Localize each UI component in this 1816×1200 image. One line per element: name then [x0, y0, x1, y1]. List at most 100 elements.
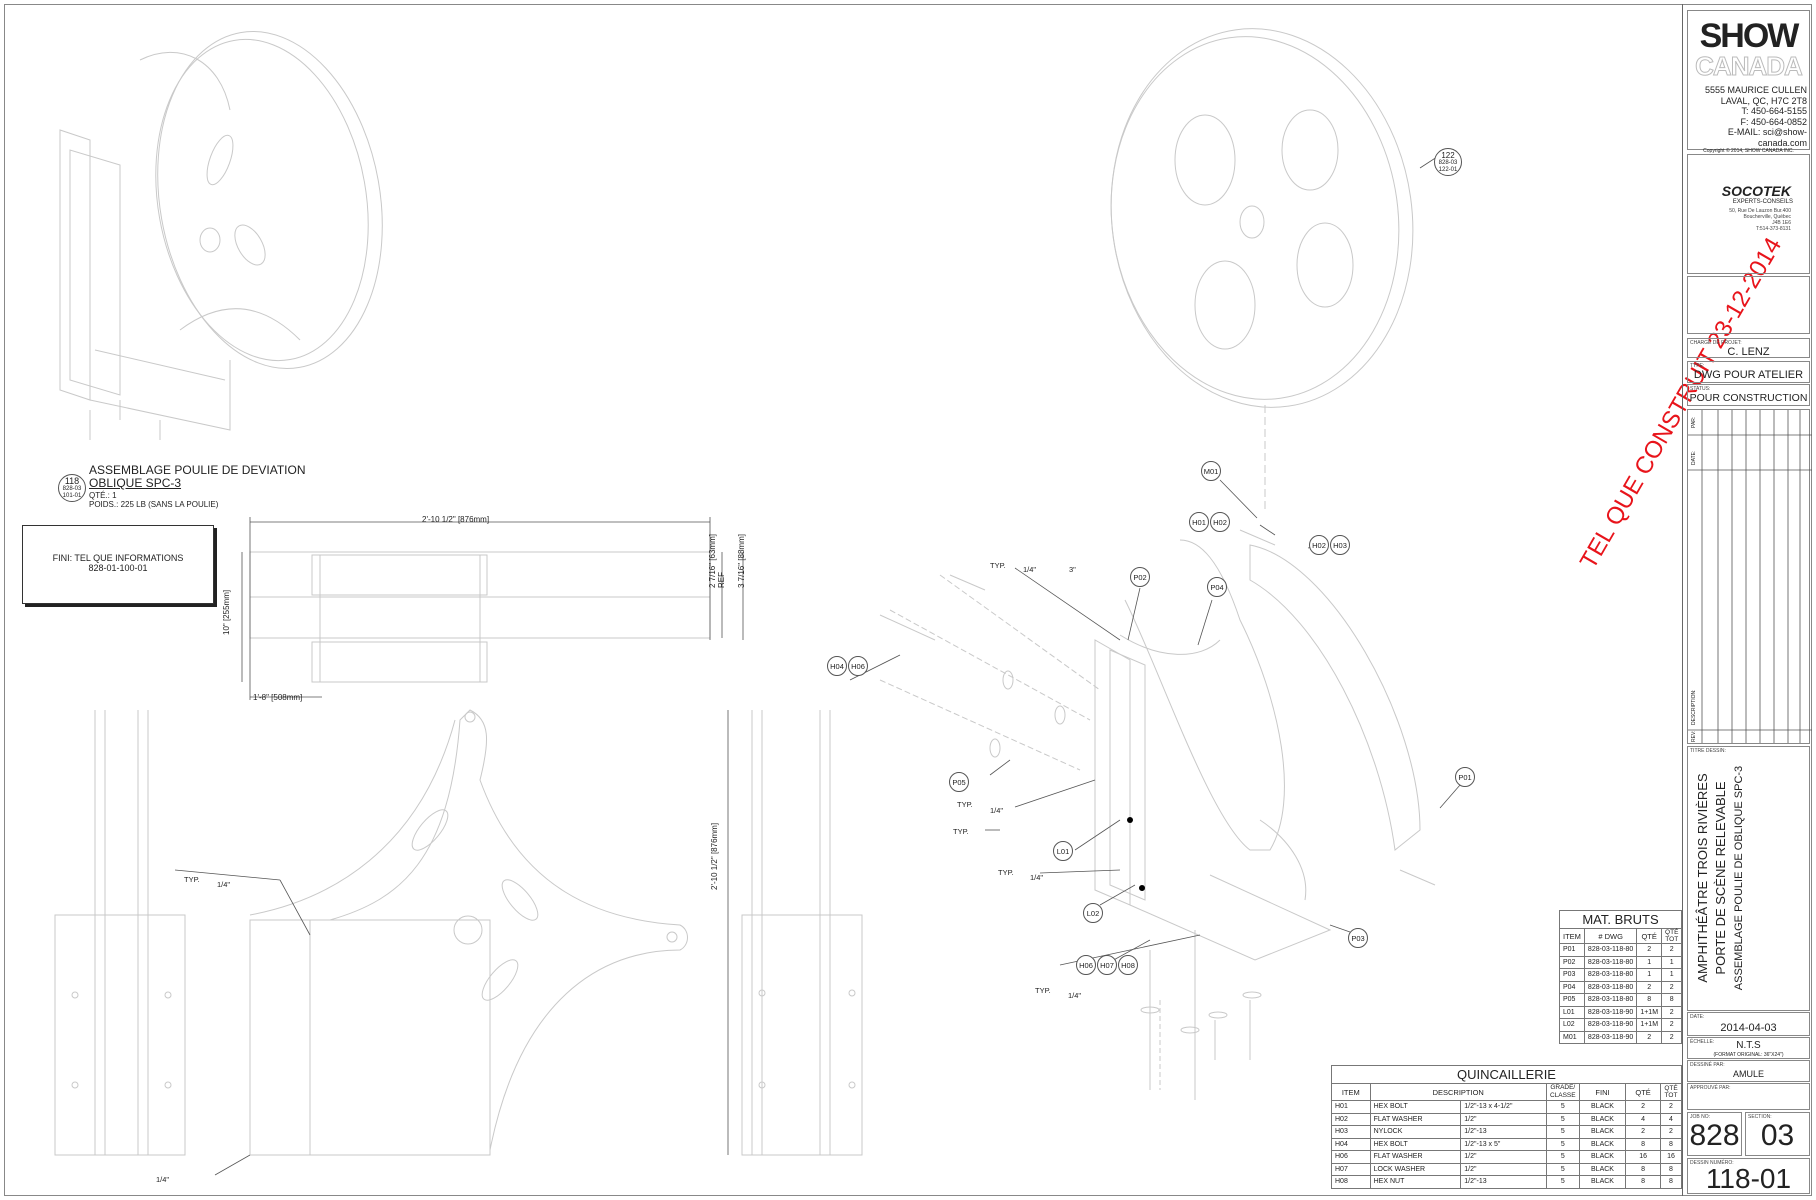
finish-line1: FINI: TEL QUE INFORMATIONS [52, 553, 184, 563]
quincaillerie-row-cell: 16 [1660, 1150, 1682, 1164]
mat-bruts-row-cell: 8 [1661, 993, 1683, 1007]
dessine-cell: DESSINÉ PAR: AMULE [1687, 1060, 1810, 1082]
approuve-cell: APPROUVÉ PAR: [1687, 1083, 1810, 1110]
balloon-p01: P01 [1455, 767, 1475, 787]
rev-date-label: DATE: [1691, 450, 1697, 465]
show-canada-address: 5555 MAURICE CULLEN LAVAL, QC, H7C 2T8 T… [1688, 85, 1809, 148]
iso-assembly-view [59, 30, 383, 440]
dessin-label: DESSIN NUMÉRO: [1690, 1160, 1734, 1166]
quarter-note-7: 1/4" [156, 1175, 170, 1184]
address-line1: 5555 MAURICE CULLEN [1704, 85, 1807, 95]
assembly-balloon-mid: 828-03 [62, 486, 82, 492]
status-label: STATUS: [1690, 386, 1711, 392]
three-note: 3" [1069, 565, 1076, 574]
balloon-122-mid: 828-03 [1438, 160, 1458, 166]
quincaillerie-table: ITEM DESCRIPTION GRADE/ CLASSE FINI QTÉ … [1331, 1083, 1682, 1189]
logo-show: SHOW [1699, 17, 1800, 55]
balloon-p03: P03 [1348, 928, 1368, 948]
balloon-h08: H08 [1118, 955, 1138, 975]
dessin-cell: DESSIN NUMÉRO: 118-01 [1687, 1158, 1810, 1194]
fax: F: 450-664-0852 [1740, 116, 1807, 127]
mat-bruts-row-cell: 828-03-118-90 [1583, 1005, 1638, 1019]
mat-bruts-row-cell: 1 [1636, 968, 1663, 982]
section-value: 03 [1760, 1119, 1795, 1152]
balloon-h03: H03 [1330, 535, 1350, 555]
title-block: SHOW CANADA 5555 MAURICE CULLEN LAVAL, Q… [1682, 4, 1812, 1196]
quincaillerie-row-cell: 2 [1625, 1100, 1661, 1114]
quincaillerie-row-cell: H01 [1331, 1100, 1371, 1114]
assembly-balloon: 118 828-03 101-01 [58, 474, 86, 502]
mat-bruts-row-cell: P02 [1559, 955, 1585, 969]
socotek-addr1: 50, Rue De Lauzon Bur.400 [1729, 208, 1791, 214]
quincaillerie-row-cell: 1/2"-13 x 5" [1460, 1137, 1547, 1151]
quincaillerie-row-cell: 1/2"-13 x 4-1/2" [1460, 1100, 1547, 1114]
mat-col-qty-tot: QTÉ TOT [1661, 928, 1683, 944]
email: E-MAIL: sci@show-canada.com [1727, 127, 1807, 148]
blank-cell [1687, 276, 1810, 334]
quincaillerie-row-cell: H04 [1331, 1137, 1371, 1151]
mat-bruts-row-cell: 1+1M [1636, 1018, 1663, 1032]
mat-bruts-title: MAT. BRUTS [1559, 910, 1682, 928]
quincaillerie-row-cell: FLAT WASHER [1369, 1112, 1462, 1126]
dim-height-left: 10" [255mm] [222, 589, 231, 635]
mat-bruts-row-cell: P01 [1559, 943, 1585, 957]
typ-note-4: TYP. [998, 868, 1014, 877]
approuve-label: APPROUVÉ PAR: [1690, 1085, 1731, 1091]
dessine-label: DESSINÉ PAR: [1690, 1062, 1725, 1068]
quincaillerie-row-cell: BLACK [1578, 1150, 1627, 1164]
front-view [249, 709, 688, 1156]
dim-right-a: 2 7/16" [63mm] REF [708, 534, 726, 588]
quincaillerie-title: QUINCAILLERIE [1331, 1065, 1682, 1083]
quincaillerie-row-cell: 1/2" [1460, 1162, 1547, 1176]
rev-rev-label: REV: [1691, 730, 1697, 742]
typ-note-3: TYP. [953, 827, 969, 836]
mat-bruts-row-cell: L01 [1559, 1005, 1585, 1019]
mat-bruts-row-cell: 1 [1661, 955, 1683, 969]
quincaillerie-row-cell: 1/2" [1460, 1150, 1547, 1164]
balloon-l01: L01 [1053, 841, 1073, 861]
date-cell: DATE: 2014-04-03 [1687, 1012, 1810, 1036]
quincaillerie-header-row: ITEM DESCRIPTION GRADE/ CLASSE FINI QTÉ … [1331, 1083, 1682, 1101]
quincaillerie-row-cell: 1/2"-13 [1460, 1125, 1547, 1139]
quincaillerie-row-cell: 5 [1545, 1125, 1580, 1139]
dim-bottom-left: 1'-8" [508mm] [253, 693, 303, 702]
quincaillerie-row-cell: BLACK [1578, 1112, 1627, 1126]
socotek-addr3: J4B 1E6 [1772, 220, 1791, 226]
quarter-note-5: 1/4" [1068, 991, 1082, 1000]
quincaillerie-row-cell: BLACK [1578, 1100, 1627, 1114]
mat-bruts-row-cell: 2 [1661, 1030, 1683, 1044]
quincaillerie-row-cell: 5 [1545, 1100, 1580, 1114]
quincaillerie-row-cell: 5 [1545, 1175, 1580, 1189]
job-cell: JOB NO: 828 [1687, 1112, 1742, 1156]
exploded-view [879, 28, 1436, 1100]
date-value: 2014-04-03 [1720, 1022, 1777, 1034]
mat-bruts-row-cell: M01 [1559, 1030, 1585, 1044]
quincaillerie-row-cell: 2 [1625, 1125, 1661, 1139]
titre-line1: AMPHITHÉÂTRE TROIS RIVIÈRES [1695, 773, 1710, 983]
hw-col-qty: QTÉ [1625, 1083, 1661, 1101]
quincaillerie-row-cell: 2 [1660, 1125, 1682, 1139]
titre-line2: PORTE DE SCÈNE RELEVABLE [1713, 781, 1728, 975]
mat-bruts-row-cell: 828-03-118-80 [1583, 980, 1638, 994]
mat-col-dwg: # DWG [1583, 928, 1638, 944]
mat-bruts-row-cell: 828-03-118-80 [1583, 955, 1638, 969]
quincaillerie-row-cell: 1/2" [1460, 1112, 1547, 1126]
titre-cell: TITRE DESSIN: AMPHITHÉÂTRE TROIS RIVIÈRE… [1687, 746, 1810, 1011]
quincaillerie-row-cell: 8 [1625, 1175, 1661, 1189]
echelle-label: ÉCHELLE: [1690, 1039, 1715, 1045]
mat-bruts-row-cell: 828-03-118-90 [1583, 1018, 1638, 1032]
assembly-balloon-bot: 101-01 [62, 493, 82, 499]
dim-front-height: 2'-10 1/2" [876mm] [710, 822, 719, 890]
revision-cell: PAR: DATE: DESCRIPTION: REV: [1687, 409, 1812, 744]
quincaillerie-row-cell: 5 [1545, 1150, 1580, 1164]
mat-col-qty: QTÉ [1636, 928, 1663, 944]
type-cell: TYPE: DWG POUR ATELIER [1687, 361, 1810, 383]
hw-col-description: DESCRIPTION [1369, 1083, 1547, 1101]
